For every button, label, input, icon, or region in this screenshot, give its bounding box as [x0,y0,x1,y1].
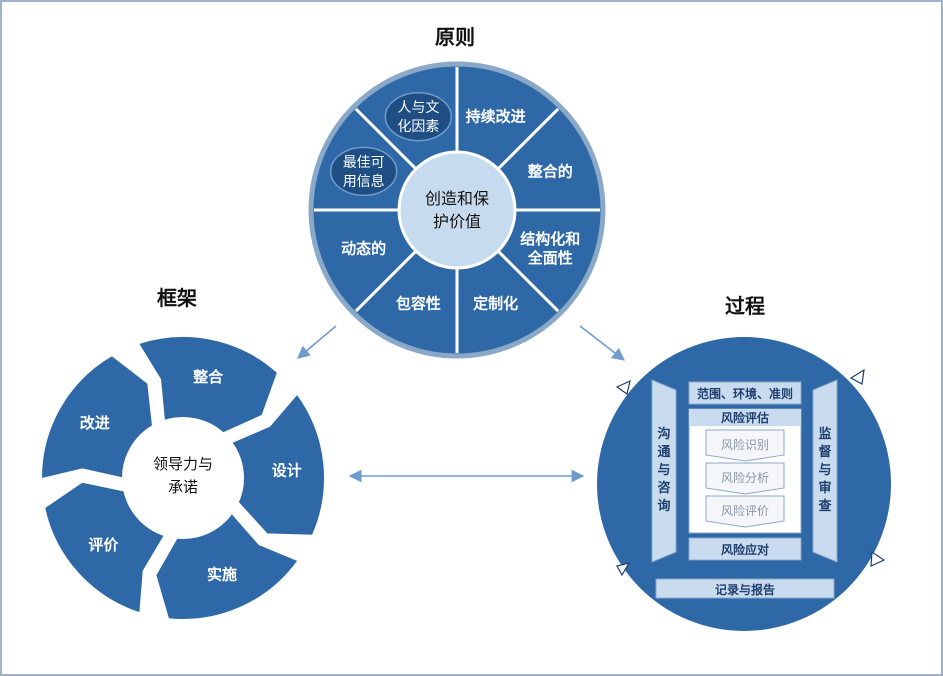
risk-treatment-label: 风险应对 [721,542,769,557]
monitoring-char: 监 [818,426,831,442]
principle-label: 包容性 [396,294,441,312]
principles-divider [496,107,560,171]
communication-char: 询 [657,498,670,514]
rotation-arrow-icon [870,550,886,567]
risk-analysis-label: 风险分析 [721,470,769,485]
principle-label: 动态的 [341,240,386,258]
framework-segment [229,391,326,537]
monitoring-panel [812,379,838,563]
monitoring-char: 督 [818,444,831,460]
principle-label: 全面性 [527,249,573,267]
framework-segment-label: 评价 [88,536,119,554]
rotation-arrow-icon [616,562,631,577]
risk-analysis-step [705,462,785,495]
recording-reporting-bar [655,578,835,599]
principles-divider [496,249,560,313]
scope-label: 范围、环境、准则 [697,386,793,401]
principles-center [397,150,517,270]
communication-char: 与 [657,463,670,478]
principles-divider [354,249,418,313]
principle-label: 用信息 [343,173,385,190]
framework-segment [136,335,280,435]
risk-treatment-box [688,537,802,561]
principles-to-framework-arrow [297,325,337,359]
principle-label: 化因素 [397,119,439,135]
communication-char: 沟 [657,426,670,442]
principles-title: 原则 [435,25,475,49]
risk-evaluation-label: 风险评价 [721,503,769,518]
framework-title: 框架 [157,286,197,310]
communication-char: 通 [657,444,670,460]
principle-label: 人与文 [397,100,439,116]
risk-assessment-title: 风险评估 [721,410,769,425]
principle-label: 最佳可 [343,155,385,171]
framework-segment-label: 设计 [272,462,302,480]
framework-segment-label: 整合 [193,368,224,386]
process-title: 过程 [725,294,765,318]
framework-center-line-2: 承诺 [168,478,198,496]
framework-center-line-1: 领导力与 [153,455,213,473]
framework-segment-label: 实施 [207,565,237,583]
framework-segment [42,480,167,615]
principles-to-process-arrow [579,325,626,361]
communication-char: 咨 [657,480,670,496]
principles-divider [354,107,418,171]
principle-highlight-badge [384,91,453,142]
principle-label: 持续改进 [466,108,526,126]
rotation-arrow-icon [849,368,865,385]
risk-identification-step [705,429,785,462]
monitoring-char: 与 [818,463,831,478]
risk-identification-label: 风险识别 [721,437,769,452]
framework-segment-label: 改进 [80,414,110,432]
monitoring-char: 查 [817,498,832,514]
scope-box [688,381,802,405]
recording-reporting-label: 记录与报告 [715,582,775,597]
risk-assessment-header [689,409,801,426]
monitoring-char: 审 [818,480,831,496]
principle-label: 整合的 [528,162,573,180]
principles-center-line-2: 护价值 [433,212,481,231]
principle-label: 定制化 [473,294,518,312]
framework-segment [154,511,301,621]
framework-segment [40,353,155,481]
principle-label: 结构化和 [520,230,580,248]
risk-evaluation-step [705,495,785,528]
principles-dividers [314,67,600,353]
principles-center-line-1: 创造和保 [425,189,489,208]
rotation-arrow-icon [615,379,631,396]
communication-panel [651,379,677,563]
principle-highlight-badge [329,146,398,197]
